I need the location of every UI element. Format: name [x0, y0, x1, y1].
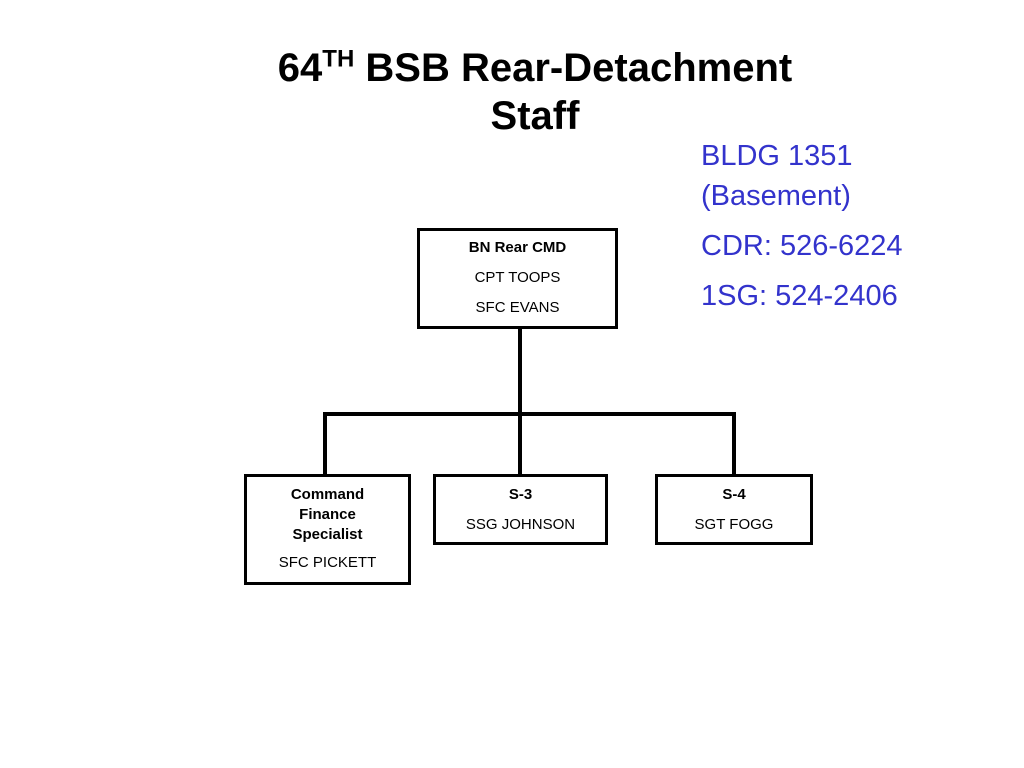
box-role: Command Finance Specialist	[290, 486, 365, 543]
org-box-bn-rear-cmd: BN Rear CMD CPT TOOPS SFC EVANS	[417, 228, 618, 329]
org-box-s3: S-3 SSG JOHNSON	[433, 474, 608, 545]
contact-info: BLDG 1351 (Basement) CDR: 526-6224 1SG: …	[701, 136, 1001, 316]
box-name: SFC EVANS	[475, 299, 560, 316]
title-number: 64	[277, 46, 323, 90]
building-line1: BLDG 1351	[701, 140, 853, 172]
title-superscript: TH	[322, 45, 355, 73]
box-name: SSG JOHNSON	[465, 516, 576, 533]
org-box-command-finance-specialist: Command Finance Specialist SFC PICKETT	[244, 474, 411, 585]
first-sergeant-phone: 1SG: 524-2406	[701, 280, 898, 312]
page-title: 64TH BSB Rear-Detachment Staff	[150, 44, 920, 140]
box-role: S-4	[722, 486, 746, 503]
cdr-phone: CDR: 526-6224	[701, 230, 903, 262]
box-name: CPT TOOPS	[474, 269, 561, 286]
box-name: SGT FOGG	[694, 516, 774, 533]
org-box-s4: S-4 SGT FOGG	[655, 474, 813, 545]
box-role: BN Rear CMD	[468, 239, 567, 256]
box-role: S-3	[508, 486, 533, 503]
box-name: SFC PICKETT	[278, 554, 377, 571]
building-line2: (Basement)	[701, 180, 851, 212]
title-line1-rest: BSB Rear-Detachment	[365, 46, 793, 90]
title-line2: Staff	[490, 94, 580, 138]
